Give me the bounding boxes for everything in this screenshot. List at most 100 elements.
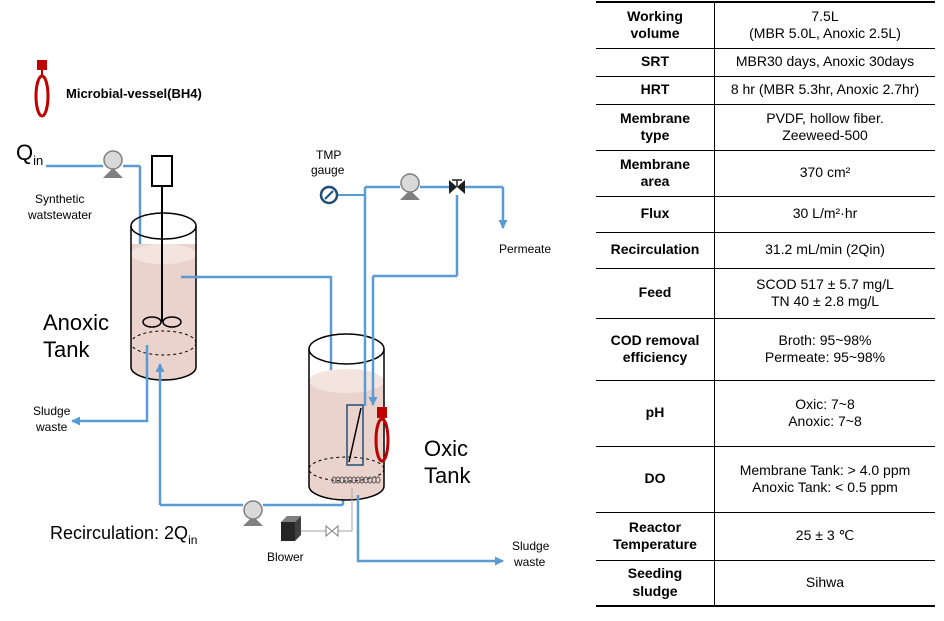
parameter-name-line: efficiency [622, 349, 688, 365]
parameter-value-line: 8 hr (MBR 5.3hr, Anoxic 2.7hr) [730, 81, 920, 98]
sludge-waste-right-label: Sludge waste [512, 539, 553, 569]
parameter-value-line: MBR30 days, Anoxic 30days [735, 53, 915, 70]
valve-icon [449, 179, 465, 194]
permeate-pump-icon [400, 173, 420, 200]
parameter-name-line: volume [630, 25, 680, 42]
parameter-value-line: 370 cm² [799, 164, 851, 181]
table-row: Flux 30 L/m²·hr [596, 196, 935, 233]
permeate-label: Permeate [499, 242, 551, 256]
legend-label: Microbial-vessel(BH4) [66, 86, 202, 101]
parameter-name-line: Flux [640, 205, 670, 222]
parameter-value: 30 L/m²·hr [714, 196, 935, 233]
process-diagram: Microbial-vessel(BH4) Qin Synthetic wats… [16, 60, 553, 569]
table-row: SRT MBR30 days, Anoxic 30days [596, 48, 935, 77]
parameter-value: 370 cm² [714, 150, 935, 197]
parameter-value: Broth: 95~98%Permeate: 95~98% [714, 318, 935, 381]
anoxic-tank-label: Anoxic Tank [43, 310, 115, 362]
parameter-name: Flux [596, 196, 715, 233]
diffuser-icon [331, 476, 381, 484]
feed-pump-icon [103, 150, 123, 178]
blower-icon [281, 516, 301, 541]
parameter-value-line: Permeate: 95~98% [764, 349, 886, 365]
parameter-name: DO [596, 446, 715, 513]
parameter-value-line: PVDF, hollow fiber. [766, 109, 884, 126]
parameter-name: Feed [596, 268, 715, 319]
parameter-value-line: Anoxic: 7~8 [788, 413, 862, 429]
oxic-tank-label: Oxic Tank [424, 436, 474, 488]
parameter-name-line: Feed [638, 284, 672, 301]
parameter-value-line: (MBR 5.0L, Anoxic 2.5L) [749, 25, 901, 42]
parameter-name-line: Recirculation [610, 241, 700, 258]
parameter-name-line: Working [627, 7, 683, 24]
parameter-value-line: Sihwa [805, 574, 845, 590]
sludge-waste-left-label: Sludge waste [33, 404, 74, 434]
parameter-value-line: TN 40 ± 2.8 mg/L [770, 293, 880, 309]
parameter-value-line: 30 L/m²·hr [792, 205, 858, 222]
parameter-value-line: 7.5L [811, 7, 839, 24]
air-valve-icon [325, 524, 339, 538]
parameter-value-line: Anoxic Tank: < 0.5 ppm [752, 479, 898, 495]
parameter-value: 31.2 mL/min (2Qin) [714, 232, 935, 269]
sludge-waste-pipe-right [356, 495, 504, 566]
parameter-name-line: Seeding [627, 565, 683, 582]
parameter-name-line: DO [644, 470, 666, 487]
parameter-value: 25 ± 3 ℃ [714, 512, 935, 561]
mixer-icon [142, 155, 182, 328]
parameter-name-line: SRT [641, 53, 669, 70]
parameter-value-line: 25 ± 3 ℃ [795, 527, 855, 544]
parameter-value: PVDF, hollow fiber.Zeeweed-500 [714, 104, 935, 151]
table-row: HRT 8 hr (MBR 5.3hr, Anoxic 2.7hr) [596, 76, 935, 105]
microbial-vessel-icon [374, 407, 390, 463]
parameter-value: MBR30 days, Anoxic 30days [714, 48, 935, 77]
q-in-label: Qin [16, 140, 43, 168]
parameter-name-line: Temperature [613, 536, 697, 552]
parameter-name-line: Membrane [619, 109, 691, 126]
parameter-value-line: 31.2 mL/min (2Qin) [765, 241, 885, 258]
parameter-name: Recirculation [596, 232, 715, 269]
parameter-name-line: COD removal [610, 331, 700, 348]
parameter-name-line: type [640, 127, 670, 143]
parameter-name-line: sludge [632, 582, 678, 599]
air-line [300, 488, 353, 532]
parameter-value-line: Membrane Tank: > 4.0 ppm [739, 461, 911, 478]
membrane-module-icon [346, 404, 364, 466]
parameter-name: HRT [596, 76, 715, 105]
parameter-value: 8 hr (MBR 5.3hr, Anoxic 2.7hr) [714, 76, 935, 105]
parameter-value-line: Oxic: 7~8 [795, 395, 855, 412]
parameter-value: Sihwa [714, 560, 935, 607]
parameter-value-line: Zeeweed-500 [782, 127, 868, 143]
parameter-name-line: HRT [640, 81, 670, 98]
parameter-name-line: Membrane [619, 155, 691, 172]
synthetic-wastewater-label: Synthetic watstewater [27, 192, 92, 222]
tmp-gauge-label: TMP gauge [311, 148, 345, 177]
parameter-name-line: Reactor [628, 518, 682, 535]
tmp-gauge-icon [319, 185, 365, 205]
permeate-pipe [363, 185, 508, 406]
parameter-name-line: area [640, 173, 670, 189]
parameter-value: 7.5L(MBR 5.0L, Anoxic 2.5L) [714, 1, 935, 49]
parameter-value-line: SCOD 517 ± 5.7 mg/L [756, 275, 894, 292]
sludge-waste-pipe-left [71, 345, 149, 426]
recirculation-label: Recirculation: 2Qin [50, 523, 197, 547]
parameter-name: SRT [596, 48, 715, 77]
parameter-name-line: pH [645, 404, 665, 421]
parameter-value-line: Broth: 95~98% [778, 331, 872, 348]
microbial-vessel-legend-icon [34, 60, 50, 118]
